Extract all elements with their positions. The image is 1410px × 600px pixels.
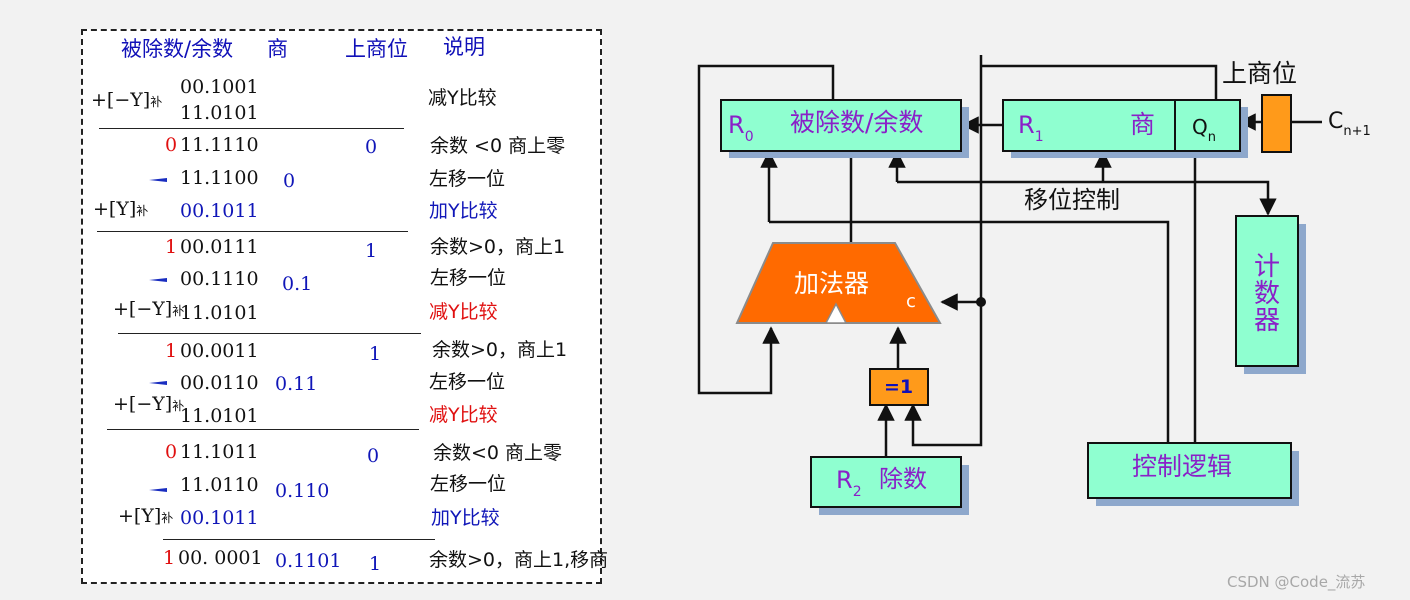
operand-value: 00.1011 [180, 507, 259, 529]
register-r0: R0 被除数/余数 [720, 99, 969, 158]
step-note: 余数>0，商上1 [430, 236, 566, 258]
step-note: 左移一位 [430, 267, 507, 289]
adder: 加法器 c [735, 242, 942, 324]
step-note: 左移一位 [429, 371, 506, 393]
remainder-value: 00. 0001 [178, 547, 263, 569]
operand-label: +[−Y]补 [113, 298, 185, 320]
remainder-value: 00.0110 [180, 372, 259, 394]
quotient-value: 0.11 [275, 373, 318, 395]
step-note: 加Y比较 [429, 200, 498, 222]
adder-label: 加法器 [794, 269, 869, 298]
sign-bit: 1 [165, 340, 178, 362]
quotient-value: 0.110 [275, 480, 330, 502]
carry-label: c [906, 291, 916, 312]
sign-bit: 0 [165, 441, 178, 463]
step-note: 减Y比较 [429, 404, 498, 426]
operand-value: 00.1011 [180, 200, 259, 222]
r0-label: 被除数/余数 [790, 108, 923, 137]
qbit-value: 1 [365, 240, 378, 262]
step-note: 减Y比较 [428, 87, 497, 109]
qn-label: Qn [1192, 115, 1216, 145]
shift-left-icon [149, 488, 167, 492]
sign-bit: 0 [165, 134, 178, 156]
quotient-bit-cell [1261, 94, 1292, 153]
division-table: 被除数/余数 商 上商位 说明 +[−Y]补 00.1001 11.0101 减… [81, 29, 608, 584]
operand-value: 11.0101 [180, 102, 259, 124]
header-dividend: 被除数/余数 [121, 37, 234, 61]
dividend-value: 00.1001 [180, 76, 259, 98]
row-separator [107, 429, 419, 430]
remainder-value: 11.1011 [180, 441, 259, 463]
register-r2: R2 除数 [810, 456, 969, 515]
qbit-value: 1 [369, 343, 382, 365]
sign-bit: 1 [165, 236, 178, 258]
operand-value: 11.0101 [180, 405, 259, 427]
remainder-value: 11.1100 [180, 167, 259, 189]
r2-name: R2 [836, 466, 862, 500]
qbit-value: 1 [369, 553, 382, 575]
operand-value: 11.0101 [180, 302, 259, 324]
step-note: 加Y比较 [431, 507, 500, 529]
counter-label-2: 数 [1254, 279, 1280, 309]
step-note: 左移一位 [429, 168, 506, 190]
qbit-value: 0 [365, 136, 378, 158]
junction-dot [976, 297, 986, 307]
step-note: 余数>0，商上1,移商 [429, 549, 609, 571]
step-note: 余数 <0 商上零 [430, 135, 566, 157]
r1-name: R1 [1018, 111, 1044, 145]
register-r1: R1 商 Qn [1002, 99, 1248, 158]
operand-label: +[Y]补 [118, 505, 174, 527]
quotient-value: 0.1 [282, 273, 313, 295]
r1-label: 商 [1130, 110, 1155, 139]
step-note: 左移一位 [430, 473, 507, 495]
sign-bit: 1 [163, 547, 176, 569]
step-note: 余数>0，商上1 [432, 339, 568, 361]
shift-left-icon [149, 178, 167, 182]
operand-label: +[−Y]补 [113, 393, 185, 415]
r2-label: 除数 [879, 465, 927, 493]
counter-label-3: 器 [1254, 306, 1280, 336]
remainder-value: 00.1110 [180, 268, 259, 290]
remainder-value: 11.0110 [180, 474, 259, 496]
row-separator [97, 231, 408, 232]
operand-label: +[Y]补 [93, 198, 149, 220]
adder-input-notch [824, 302, 848, 324]
xor-gate: =1 [869, 368, 929, 406]
quotient-value: 0.1101 [275, 550, 342, 572]
r0-name: R0 [728, 111, 754, 145]
row-separator [118, 333, 421, 334]
step-note: 余数<0 商上零 [433, 442, 563, 464]
quotient-value: 0 [283, 170, 296, 192]
header-note: 说明 [443, 35, 485, 59]
carry-in-label: Cn+1 [1328, 109, 1371, 139]
counter: 计 数 器 [1235, 215, 1306, 374]
qbit-value: 0 [367, 445, 380, 467]
watermark: CSDN @Code_流苏 [1227, 573, 1366, 591]
shift-left-icon [149, 278, 167, 282]
remainder-value: 00.0111 [180, 236, 259, 258]
row-separator [99, 128, 404, 129]
remainder-value: 11.1110 [180, 134, 259, 156]
control-logic-label: 控制逻辑 [1132, 452, 1232, 481]
operand-label: +[−Y]补 [91, 89, 163, 111]
row-separator [163, 539, 435, 540]
counter-label-1: 计 [1254, 252, 1280, 282]
header-qbit: 上商位 [345, 37, 408, 61]
remainder-value: 00.0011 [180, 340, 259, 362]
header-quotient: 商 [267, 37, 288, 61]
shift-left-icon [149, 381, 167, 385]
xor-label: =1 [884, 376, 913, 398]
qbit-label: 上商位 [1222, 59, 1297, 88]
shift-control-label: 移位控制 [1024, 186, 1120, 214]
control-logic: 控制逻辑 [1087, 442, 1299, 506]
step-note: 减Y比较 [429, 301, 498, 323]
